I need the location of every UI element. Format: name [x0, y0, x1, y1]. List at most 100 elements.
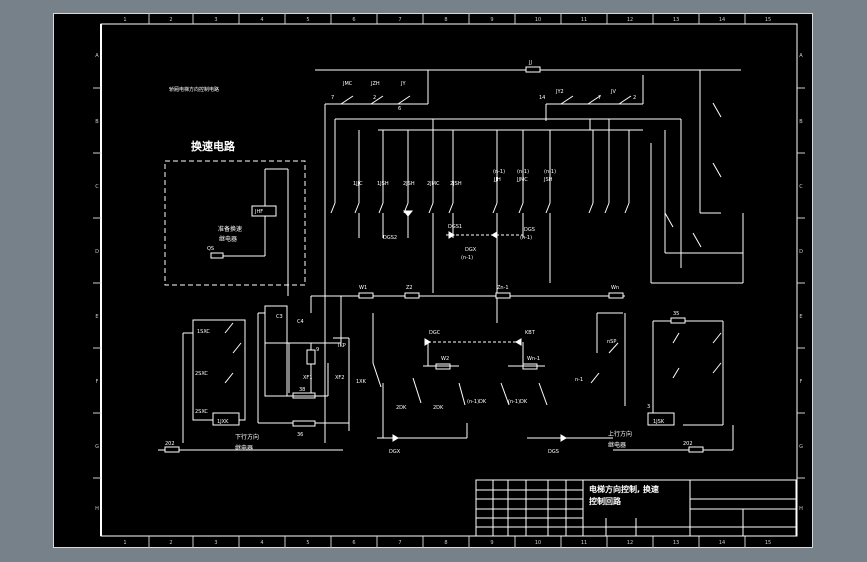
label-up-relay: 上行方向 [608, 430, 632, 438]
col-label: 15 [765, 540, 771, 546]
label-202b: 202 [683, 441, 693, 447]
row-label: D [95, 249, 99, 255]
label-7b: 7 [598, 95, 601, 101]
col-label: 3 [214, 17, 217, 23]
column-ruler [93, 13, 805, 548]
row-label: B [95, 119, 99, 125]
right-relay-cluster [590, 312, 734, 453]
row-letters: A B C D E F G H A B C D E F G H [95, 53, 803, 512]
row-label: E [799, 314, 802, 320]
drawing-sheet: 1 2 3 4 5 6 7 8 9 10 11 12 13 14 15 1 2 … [53, 13, 813, 548]
col-label: 11 [581, 540, 587, 546]
column-numbers: 1 2 3 4 5 6 7 8 9 10 11 12 13 14 15 1 2 … [123, 17, 771, 546]
diode-row [358, 210, 551, 323]
row-label: D [799, 249, 803, 255]
label-dgs: DGS [524, 227, 535, 233]
col-label: 4 [260, 17, 263, 23]
col-label: 6 [352, 17, 355, 23]
col-label: 9 [490, 540, 493, 546]
label-6: 6 [398, 106, 401, 112]
col-label: 13 [673, 540, 679, 546]
label-1sxc: 1SXC [197, 329, 210, 335]
label-jhf: JHF [254, 209, 263, 215]
col-label: 14 [719, 17, 725, 23]
col-label: 12 [627, 540, 633, 546]
label-wn: Wn [611, 285, 619, 291]
label-14: 14 [539, 95, 545, 101]
label-2dk-a: 2DK [396, 405, 407, 411]
title-block-line2: 控制回路 [589, 496, 622, 506]
lower-relays [423, 342, 545, 370]
label-nsp: nSP [607, 339, 616, 345]
label-jjh: JJH [493, 177, 501, 183]
label-36: 36 [297, 432, 303, 438]
label-3: 3 [647, 404, 650, 410]
label-202: 202 [165, 441, 175, 447]
col-label: 5 [306, 17, 309, 23]
drawing-frame [53, 13, 813, 548]
label-jy: JY [400, 81, 406, 87]
label-wn-1: Wn-1 [527, 356, 540, 362]
label-dgc: DGC [429, 330, 441, 336]
label-1jjc: 1JJC [353, 181, 363, 187]
row-label: A [95, 53, 99, 59]
right-switch-column [650, 101, 744, 284]
label-2sxc: 2SXC [195, 371, 208, 377]
title-block-line1: 电梯方向控制, 换速 [589, 484, 659, 494]
left-contact-chain [324, 75, 429, 443]
row-label: F [96, 379, 99, 385]
col-label: 6 [352, 540, 355, 546]
mid-lower-switches [372, 313, 613, 442]
label-2: 2 [373, 95, 376, 101]
col-label: 4 [260, 540, 263, 546]
label-2sxc-b: 2SXC [195, 409, 208, 415]
label-dgs1: DGS1 [448, 224, 462, 230]
label-dgx-n: (n-1) [461, 255, 473, 261]
label-dgs-n: (n-1) [520, 235, 532, 241]
label-c3: C3 [276, 314, 283, 320]
title-block: 电梯方向控制, 换速 控制回路 [475, 479, 797, 537]
row-label: H [799, 506, 803, 512]
col-label: 10 [535, 17, 541, 23]
label-n-1c: (n-1) [544, 169, 556, 175]
label-down-relay2: 继电器 [235, 444, 253, 452]
label-jsh: JSH [543, 177, 553, 183]
label-zn-1: Zn-1 [497, 285, 509, 291]
label-qs: QS [207, 246, 214, 252]
label-kbt: KBT [525, 330, 536, 336]
row-label: G [799, 444, 803, 450]
contact-column [330, 119, 630, 214]
label-7: 7 [331, 95, 334, 101]
label-38: 38 [299, 387, 305, 393]
col-label: 3 [214, 540, 217, 546]
label-xf2: XF2 [335, 375, 344, 381]
label-dgs2: DGS2 [383, 235, 397, 241]
label-2b: 2 [633, 95, 636, 101]
row-label: B [799, 119, 803, 125]
label-pre-relay: 准备换速 [218, 225, 242, 233]
label-jmc: JMC [342, 81, 353, 87]
right-contact-chain [545, 75, 644, 121]
row-label: G [95, 444, 99, 450]
col-label: 2 [169, 17, 172, 23]
label-n-1-dk-b: (n-1)DK [508, 399, 528, 405]
label-jj: JJ [528, 60, 532, 66]
label-2jsh: 2JSH [403, 181, 415, 187]
label-ikp: IKP [338, 343, 346, 349]
top-bus [315, 66, 741, 101]
middle-bus [310, 292, 625, 343]
label-1jsh: 1JSH [377, 181, 389, 187]
col-label: 5 [306, 540, 309, 546]
label-n-1b: (n-1) [517, 169, 529, 175]
col-label: 15 [765, 17, 771, 23]
label-dgs-b: DGS [548, 449, 559, 455]
col-label: 12 [627, 17, 633, 23]
label-n-1-r: n-1 [575, 377, 583, 383]
row-label: E [95, 314, 98, 320]
label-2dk-b: 2DK [433, 405, 444, 411]
row-label: H [95, 506, 99, 512]
row-label: C [95, 184, 99, 190]
col-label: 8 [444, 17, 447, 23]
label-2jmc: 2JMC [427, 181, 440, 187]
